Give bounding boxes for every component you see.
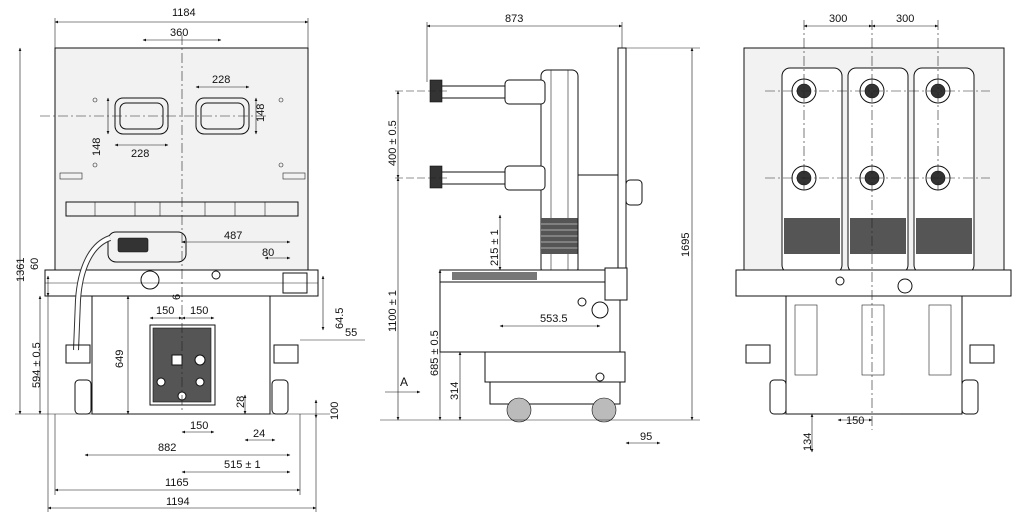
dim-28: 28 [235,396,247,408]
rear-view: 300 300 150 134 [735,13,1012,453]
rear-lower-body [785,295,963,415]
dim-150-rear: 150 [846,415,864,427]
wheel-left [74,379,92,415]
dim-882: 882 [158,442,176,454]
dim-1100: 1100 ± 1 [387,290,399,332]
dim-1695: 1695 [680,233,692,257]
dim-80: 80 [262,247,274,259]
handle-slot [107,231,187,263]
dim-515: 515 ± 1 [224,459,261,471]
front-view: 1184 360 228 148 148 228 1361 60 594 ± 0… [15,7,365,512]
dim-594: 594 ± 0.5 [31,342,43,388]
wheel-right [271,379,289,415]
dim-24: 24 [253,428,265,440]
dim-487: 487 [224,230,242,242]
dim-1194: 1194 [166,496,190,508]
pole-b [847,67,909,274]
dim-400: 400 ± 0.5 [387,120,399,166]
dim-1361: 1361 [15,258,27,282]
dim-100: 100 [329,402,341,420]
dim-150-b: 150 [190,305,208,317]
dim-873: 873 [505,13,523,25]
dim-215: 215 ± 1 [489,229,501,266]
dim-150-c: 150 [190,420,208,432]
dim-134: 134 [802,433,814,451]
dim-314: 314 [449,382,461,400]
dim-150-a: 150 [156,305,174,317]
dim-300-a: 300 [829,13,847,25]
front-panel [54,47,309,271]
dim-95: 95 [640,431,652,443]
dim-148-left: 148 [91,138,103,156]
side-view: 873 400 ± 0.5 215 ± 1 1100 ± 1 553.5 685… [380,13,700,445]
dim-649: 649 [114,350,126,368]
pole-a [781,67,843,274]
dim-360: 360 [170,27,188,39]
view-arrow-label: A [400,375,408,389]
back-plate [617,47,627,299]
dim-228-bottom: 228 [131,148,149,160]
mechanism-box [577,174,619,271]
vent-grilles [794,304,952,376]
dim-228-top: 228 [212,74,230,86]
truck-frame [484,351,626,383]
chassis-body [439,281,621,353]
dim-685: 685 ± 0.5 [429,330,441,376]
dim-60: 60 [29,258,41,270]
pole-c [913,67,975,274]
dim-64-5: 64.5 [334,308,346,329]
dim-6: 6 [171,294,183,300]
dim-553-5: 553.5 [540,313,568,325]
dim-300-b: 300 [896,13,914,25]
dim-148-right: 148 [255,104,267,122]
dim-55: 55 [345,327,357,339]
coil-stack [541,218,578,254]
dim-1165: 1165 [165,477,189,489]
dim-1184: 1184 [172,7,196,19]
